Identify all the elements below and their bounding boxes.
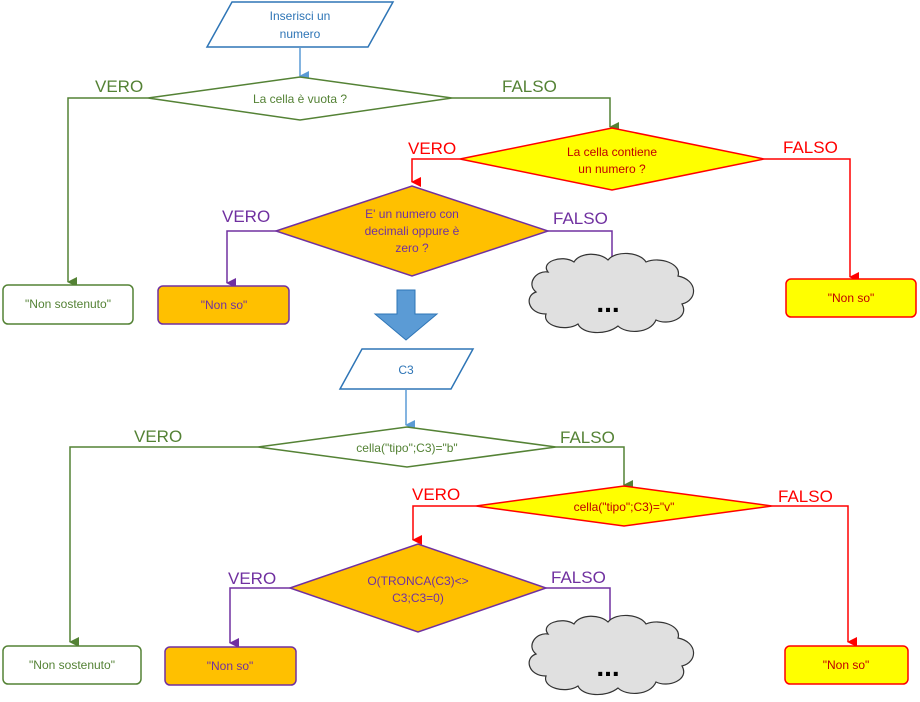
input-shape-2 bbox=[338, 348, 475, 390]
label-vero-empty: VERO bbox=[95, 77, 143, 96]
cloud-shape-2 bbox=[528, 614, 695, 696]
input-shape-1 bbox=[205, 1, 395, 48]
connector-v-falso bbox=[772, 505, 857, 647]
result-dont-know-yellow-1 bbox=[785, 278, 917, 318]
result-dont-know-yellow-1-text: "Non so" bbox=[828, 291, 875, 305]
cloud-dots-2: ... bbox=[596, 651, 619, 682]
input-text-line1: Inserisci un bbox=[270, 9, 331, 23]
result-dont-know-orange-1-text: "Non so" bbox=[201, 298, 248, 312]
label-falso-tronca: FALSO bbox=[551, 568, 606, 587]
decision-tronca-line2: C3;C3=0) bbox=[392, 591, 444, 605]
decision-type-v-text: cella("tipo";C3)="v" bbox=[574, 500, 675, 514]
label-vero-b: VERO bbox=[134, 427, 182, 446]
decision-contains-number-line1: La cella contiene bbox=[567, 145, 657, 159]
section-arrow bbox=[373, 289, 439, 341]
result-not-supported-1 bbox=[2, 284, 134, 325]
result-dont-know-orange-2 bbox=[164, 646, 297, 686]
result-dont-know-orange-2-text: "Non so" bbox=[207, 659, 254, 673]
label-falso-decimal: FALSO bbox=[553, 209, 608, 228]
label-vero-number: VERO bbox=[408, 139, 456, 158]
result-not-supported-2-text: "Non sostenuto" bbox=[29, 658, 115, 672]
label-falso-empty: FALSO bbox=[502, 77, 557, 96]
connector-b-falso bbox=[556, 446, 633, 490]
connector-empty-falso bbox=[452, 97, 619, 132]
connector-number-vero bbox=[411, 158, 460, 187]
result-dont-know-orange-1 bbox=[157, 285, 290, 325]
cloud-dots-1: ... bbox=[596, 287, 619, 318]
decision-contains-number bbox=[459, 127, 765, 191]
label-falso-number: FALSO bbox=[783, 138, 838, 157]
decision-type-b-text: cella("tipo";C3)="b" bbox=[356, 441, 457, 455]
decision-decimal-line2: decimali oppure è bbox=[365, 224, 460, 238]
label-falso-b: FALSO bbox=[560, 428, 615, 447]
connector-empty-vero bbox=[67, 97, 148, 287]
decision-contains-number-line2: un numero ? bbox=[578, 162, 646, 176]
connector-decimal-vero bbox=[226, 230, 276, 288]
decision-empty-text: La cella è vuota ? bbox=[253, 92, 347, 106]
label-vero-v: VERO bbox=[412, 485, 460, 504]
connector-b-vero bbox=[69, 446, 258, 647]
result-dont-know-yellow-2 bbox=[784, 645, 909, 685]
result-not-supported-2 bbox=[2, 645, 142, 685]
label-vero-tronca: VERO bbox=[228, 569, 276, 588]
decision-decimal-line3: zero ? bbox=[395, 241, 429, 255]
result-not-supported-1-text: "Non sostenuto" bbox=[25, 297, 111, 311]
decision-tronca bbox=[287, 543, 549, 633]
cloud-shape-1 bbox=[528, 252, 695, 334]
input-text-line2: numero bbox=[280, 27, 321, 41]
connector-v-vero bbox=[412, 505, 476, 545]
connector-number-falso bbox=[764, 158, 859, 282]
connector-tronca-falso bbox=[546, 587, 619, 627]
input-c3-text: C3 bbox=[398, 363, 414, 377]
decision-decimal-line1: E' un numero con bbox=[365, 207, 459, 221]
decision-tronca-line1: O(TRONCA(C3)<> bbox=[367, 574, 468, 588]
label-vero-decimal: VERO bbox=[222, 207, 270, 226]
label-falso-v: FALSO bbox=[778, 487, 833, 506]
connector-decimal-falso bbox=[548, 230, 621, 269]
connector-tronca-vero bbox=[229, 587, 290, 648]
result-dont-know-yellow-2-text: "Non so" bbox=[823, 658, 870, 672]
